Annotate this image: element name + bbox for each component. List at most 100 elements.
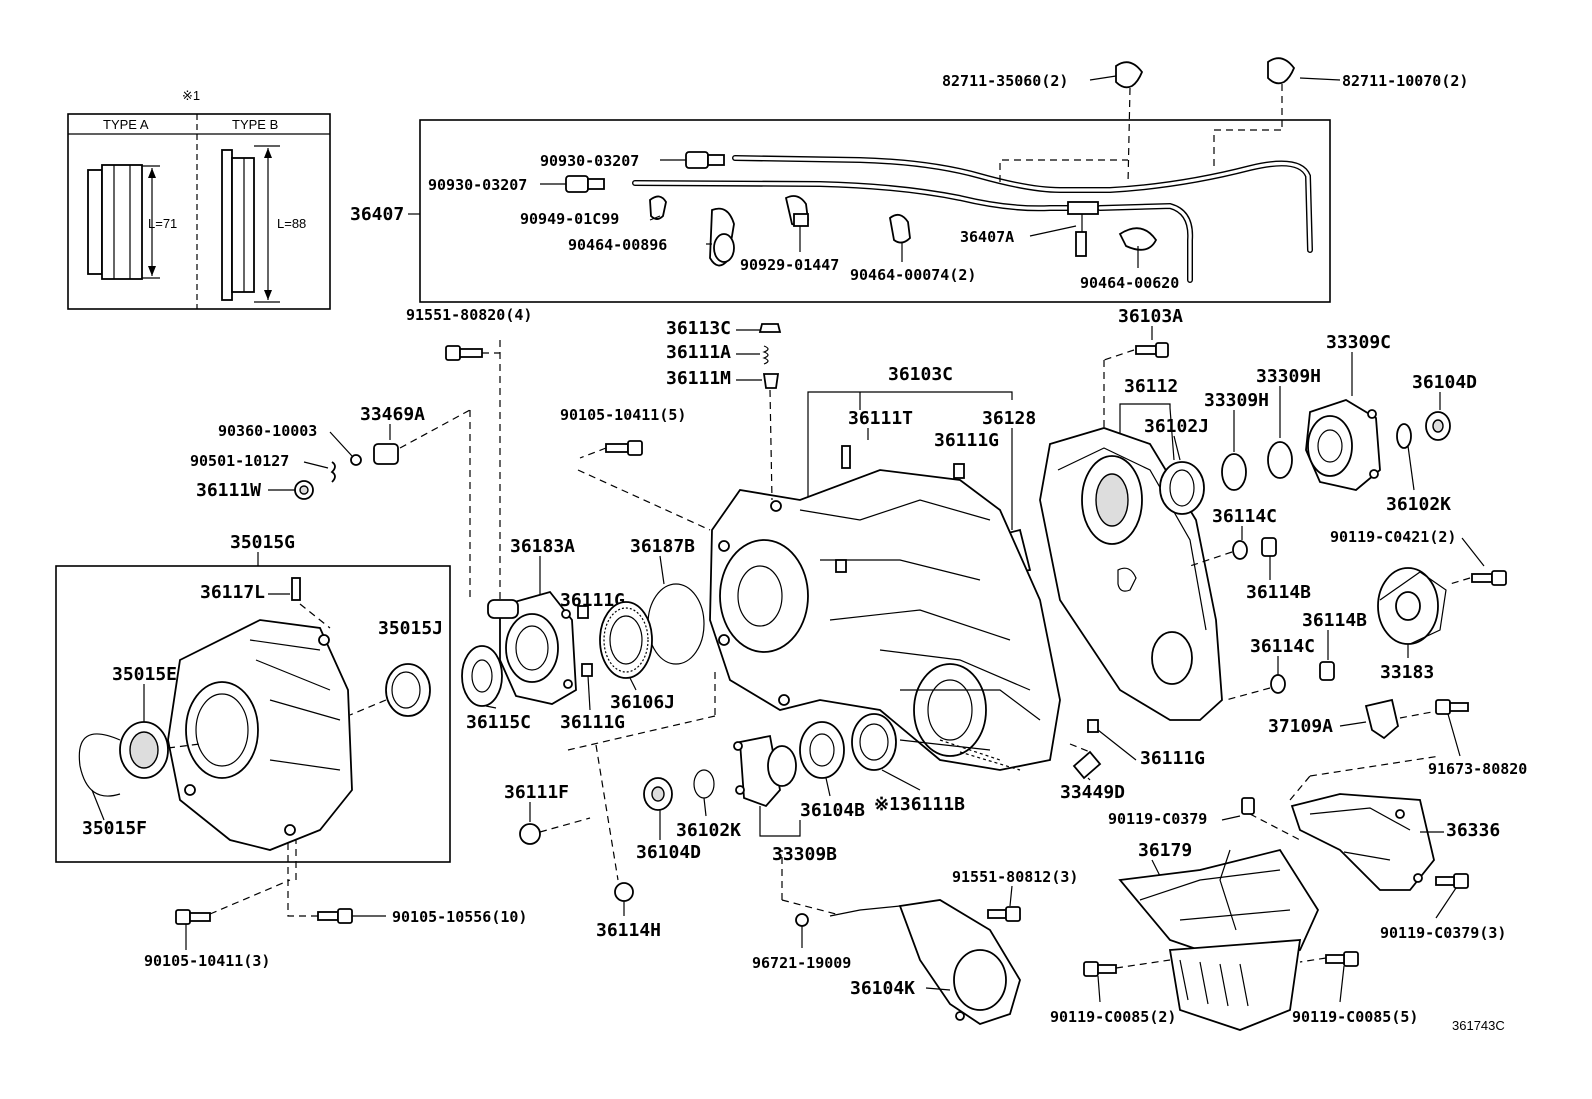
plug-36111f — [519, 817, 591, 845]
label-36103a: 36103A — [1118, 306, 1183, 327]
rear-case-group: 36103A 36112 36102J 33309H 333 — [1039, 306, 1477, 721]
type-b-length: L=88 — [277, 216, 306, 231]
bolt-90105-10411-3 — [175, 879, 291, 950]
bolt-91673-80820 — [1435, 699, 1469, 757]
bottom-left-bolts: 90105-10411(3) 90105-10556(10) — [144, 840, 527, 970]
label-36111a: 36111A — [666, 342, 731, 363]
washer-33309h-a — [1221, 453, 1247, 491]
label-91551-80812: 91551-80812(3) — [952, 868, 1078, 886]
bolt-90119-c0085-5 — [1299, 951, 1359, 1003]
label-91673-80820: 91673-80820 — [1428, 760, 1527, 778]
gasket-33449d — [1069, 743, 1102, 781]
hose-clip-90949 — [649, 195, 667, 221]
bolt-90119-c0421 — [1449, 570, 1507, 586]
inset-note-mark: ※1 — [182, 88, 200, 103]
type-inset: ※1 TYPE A TYPE B L=71 — [67, 88, 331, 310]
label-33309b: 33309B — [772, 844, 837, 865]
plug-33469a — [373, 409, 471, 600]
oil-seal-36104b — [799, 721, 845, 797]
label-36111g-mid: 36111G — [560, 590, 625, 611]
damper-33183 — [1377, 567, 1447, 658]
hose-clamp-90464-00620 — [1118, 227, 1158, 268]
tee-joint-36407a — [1029, 201, 1099, 257]
label-36102k-top: 36102K — [1386, 494, 1451, 515]
clip-82711-35060 — [1089, 61, 1144, 185]
shield-36104k — [829, 899, 1021, 1025]
label-36104d-top: 36104D — [1412, 372, 1477, 393]
dowel-36111g-low — [581, 663, 593, 677]
label-36111m: 36111M — [666, 368, 731, 389]
label-90105-10411-5: 90105-10411(5) — [560, 406, 686, 424]
label-90930-03207-a: 90930-03207 — [540, 152, 639, 170]
gasket-96721-19009 — [795, 913, 809, 948]
label-36106j: 36106J — [610, 692, 675, 713]
label-36102k-bot: 36102K — [676, 820, 741, 841]
label-36103c: 36103C — [888, 364, 953, 385]
label-33183: 33183 — [1380, 662, 1434, 683]
label-36112: 36112 — [1124, 376, 1178, 397]
label-37109a: 37109A — [1268, 716, 1333, 737]
spring-36111a — [762, 345, 769, 365]
label-90929-01447: 90929-01447 — [740, 256, 839, 274]
label-90105-10556: 90105-10556(10) — [392, 908, 527, 926]
extension-housing-body — [167, 603, 353, 851]
bolt-90119-c0379-a — [1241, 797, 1301, 841]
lower-middle-parts: 36111F 36114H 36104D 36102K — [504, 672, 965, 941]
left-small-parts: 91551-80820(4) 90360-10003 33469A 90501-… — [190, 306, 532, 600]
union-fitting-lower — [540, 175, 605, 193]
extension-housing-frame — [55, 565, 451, 863]
label-36117l: 36117L — [200, 582, 265, 603]
type-a-sleeve: L=71 — [87, 164, 177, 280]
plug-36113c — [758, 323, 782, 333]
label-36407a: 36407A — [960, 228, 1014, 246]
label-33309h-a: 33309H — [1204, 390, 1269, 411]
bolt-36103a — [1103, 342, 1169, 430]
label-90360-10003: 90360-10003 — [218, 422, 317, 440]
label-36114c-b: 36114C — [1250, 636, 1315, 657]
label-90119-c0421: 90119-C0421(2) — [1330, 528, 1456, 546]
nut-36114c-a — [1232, 540, 1248, 560]
label-90119-c0085-5: 90119-C0085(5) — [1292, 1008, 1418, 1026]
label-36179: 36179 — [1138, 840, 1192, 861]
bolt-91551-80812 — [987, 885, 1021, 922]
label-35015g: 35015G — [230, 532, 295, 553]
stud-36114b-b — [1319, 661, 1335, 681]
label-36104d-bot: 36104D — [636, 842, 701, 863]
label-90949-01c99: 90949-01C99 — [520, 210, 619, 228]
label-91551-80820: 91551-80820(4) — [406, 306, 532, 324]
skid-plate-36336 — [1289, 755, 1444, 891]
o-ring-36102k-bot — [693, 769, 715, 817]
label-90930-03207-b: 90930-03207 — [428, 176, 527, 194]
label-36128: 36128 — [982, 408, 1036, 429]
dowel-36111g-mid — [577, 605, 589, 619]
bottom-right-parts: 90119-C0379 36336 90119-C0379(3) 36179 — [752, 755, 1506, 1031]
label-36111g-right: 36111G — [1140, 748, 1205, 769]
type-a-title: TYPE A — [103, 117, 149, 132]
o-ring-36102k-top — [1396, 423, 1412, 449]
nut-36114h — [614, 882, 634, 916]
bolt-91551-80820 — [445, 340, 501, 600]
plunger-36111m — [762, 373, 780, 389]
dowel-36111g-top — [953, 463, 965, 479]
type-b-title: TYPE B — [232, 117, 278, 132]
snap-ring-35015f — [78, 733, 121, 821]
washer-33309h-b — [1267, 441, 1293, 479]
plug-36111w — [294, 480, 314, 500]
sleeve-36111b — [851, 713, 921, 791]
hose-clip-90464-00074 — [889, 213, 911, 262]
hose-group-frame — [419, 119, 1331, 303]
clip-82711-10070 — [1267, 57, 1341, 130]
label-90119-c0085-2: 90119-C0085(2) — [1050, 1008, 1176, 1026]
label-82711-35060: 82711-35060(2) — [942, 72, 1068, 90]
seal-35015j — [349, 663, 431, 717]
label-82711-10070: 82711-10070(2) — [1342, 72, 1468, 90]
type-b-sleeve: L=88 — [221, 145, 306, 303]
flange-33309c — [1305, 399, 1381, 491]
label-36113c: 36113C — [666, 318, 731, 339]
guard-36179 — [1118, 848, 1320, 1031]
transfer-case-body — [709, 469, 1061, 771]
bearing-35015e — [119, 721, 201, 779]
pin-36117l — [291, 577, 301, 601]
nut-36114c-b — [1270, 674, 1286, 694]
label-90105-10411-3: 90105-10411(3) — [144, 952, 270, 970]
